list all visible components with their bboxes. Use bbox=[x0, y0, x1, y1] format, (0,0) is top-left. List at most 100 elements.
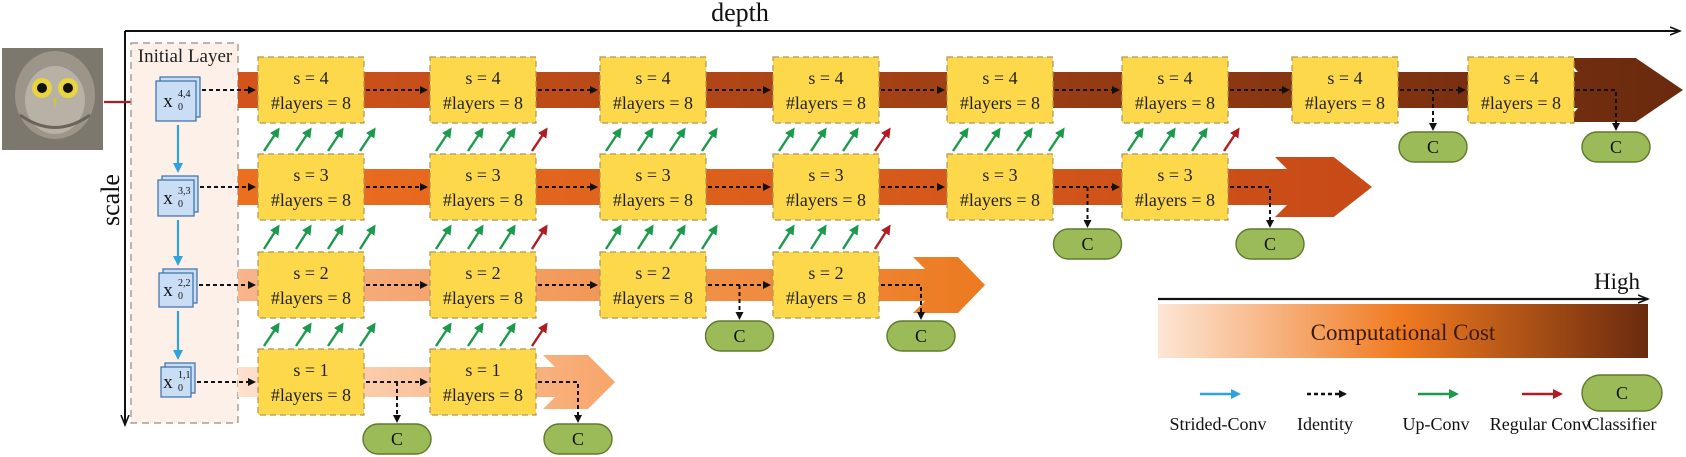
block-scale-label: s = 2 bbox=[635, 263, 670, 283]
legend-item-strided-conv: Strided-Conv bbox=[1170, 389, 1267, 434]
up-conv-arrow bbox=[605, 127, 622, 152]
up-conv-arrow bbox=[295, 322, 312, 347]
block-layers-label: #layers = 8 bbox=[960, 93, 1040, 113]
block-layers-label: #layers = 8 bbox=[271, 385, 351, 405]
classifier-end-row4: C bbox=[1581, 131, 1651, 163]
legend-item-identity: Identity bbox=[1297, 390, 1353, 434]
svg-text:C: C bbox=[1610, 137, 1622, 157]
svg-text:C: C bbox=[915, 326, 927, 346]
block-s3-col3: s = 3#layers = 8 bbox=[599, 153, 707, 221]
up-conv-arrow bbox=[1159, 127, 1176, 152]
svg-text:C: C bbox=[572, 429, 584, 449]
up-conv-arrow bbox=[499, 127, 516, 152]
block-s4-col3: s = 4#layers = 8 bbox=[599, 56, 707, 124]
classifier-s4-mid-row1: C bbox=[362, 423, 432, 455]
up-conv-arrow bbox=[1127, 127, 1144, 152]
block-scale-label: s = 4 bbox=[465, 68, 500, 88]
legend-label: Classifier bbox=[1588, 414, 1657, 434]
scale-axis-label: scale bbox=[96, 174, 125, 226]
legend-item-classifier: C Classifier bbox=[1581, 374, 1663, 434]
block-s2-col3: s = 2 #layers = 8 bbox=[599, 251, 707, 319]
block-scale-label: s = 4 bbox=[1157, 68, 1192, 88]
computational-cost-indicator: High Computational Cost bbox=[1158, 269, 1648, 358]
classifier-s4-mid-row3: C bbox=[1052, 228, 1123, 260]
block-layers-label: #layers = 8 bbox=[271, 93, 351, 113]
regular-conv-arrow bbox=[531, 322, 548, 347]
block-scale-label: s = 4 bbox=[808, 68, 843, 88]
block-layers-label: #layers = 8 bbox=[443, 385, 523, 405]
block-layers-label: #layers = 8 bbox=[613, 288, 693, 308]
regular-conv-arrow bbox=[873, 224, 891, 250]
up-conv-arrow bbox=[841, 224, 859, 250]
block-scale-label: s = 1 bbox=[465, 360, 500, 380]
cost-high-label: High bbox=[1594, 269, 1641, 294]
legend-item-up-conv: Up-Conv bbox=[1403, 389, 1470, 434]
up-conv-arrow bbox=[842, 127, 859, 152]
regular-conv-arrow bbox=[531, 127, 548, 152]
block-s4-col8: s = 4#layers = 8 bbox=[1467, 56, 1575, 124]
block-s3-col5: s = 3#layers = 8 bbox=[946, 153, 1054, 221]
legend-label: Up-Conv bbox=[1403, 414, 1470, 434]
up-conv-arrow bbox=[700, 224, 718, 250]
block-s4-col6: s = 4#layers = 8 bbox=[1121, 56, 1229, 124]
svg-text:3,3: 3,3 bbox=[178, 186, 191, 197]
block-scale-label: s = 3 bbox=[635, 165, 670, 185]
cost-label: Computational Cost bbox=[1311, 320, 1496, 345]
classifier-end-row1: C bbox=[543, 423, 613, 455]
block-scale-label: s = 4 bbox=[982, 68, 1017, 88]
up-conv-arrow bbox=[294, 224, 312, 250]
up-conv-arrow bbox=[637, 127, 654, 152]
classifiers: C C C C C C C C bbox=[362, 131, 1651, 455]
block-layers-label: #layers = 8 bbox=[786, 288, 866, 308]
legend-label: Regular Conv bbox=[1490, 414, 1591, 434]
block-scale-label: s = 4 bbox=[635, 68, 670, 88]
svg-text:x: x bbox=[163, 188, 173, 209]
up-conv-arrow bbox=[604, 224, 622, 250]
block-s4-col5: s = 4 #layers = 8 bbox=[946, 56, 1054, 124]
up-conv-arrow bbox=[326, 224, 344, 250]
svg-text:0: 0 bbox=[178, 383, 183, 394]
regular-conv-arrow bbox=[874, 127, 891, 152]
block-scale-label: s = 2 bbox=[293, 263, 328, 283]
svg-text:0: 0 bbox=[178, 102, 183, 113]
block-scale-label: s = 2 bbox=[808, 263, 843, 283]
initial-layer-title: Initial Layer bbox=[138, 46, 233, 67]
identity-arrow bbox=[1230, 186, 1274, 228]
up-conv-arrow bbox=[668, 224, 686, 250]
up-conv-arrow bbox=[263, 322, 280, 347]
block-s1-col1: s = 1 #layers = 8 bbox=[257, 348, 365, 416]
svg-text:C: C bbox=[391, 429, 403, 449]
up-conv-arrow bbox=[467, 322, 484, 347]
up-conv-arrow bbox=[498, 224, 516, 250]
up-conv-arrow bbox=[636, 224, 654, 250]
svg-text:C: C bbox=[1427, 137, 1439, 157]
block-s2-col2: s = 2#layers = 8 bbox=[429, 251, 537, 319]
classifier-s4-mid-row2: C bbox=[704, 320, 775, 352]
block-layers-label: #layers = 8 bbox=[271, 190, 351, 210]
svg-text:0: 0 bbox=[178, 199, 183, 210]
block-layers-label: #layers = 8 bbox=[1305, 93, 1385, 113]
legend-label: Strided-Conv bbox=[1170, 414, 1267, 434]
up-conv-arrow bbox=[499, 322, 516, 347]
block-s4-col7: s = 4#layers = 8 bbox=[1291, 56, 1399, 124]
block-layers-label: #layers = 8 bbox=[786, 93, 866, 113]
up-conv-arrow bbox=[263, 127, 280, 152]
classifier-s4-mid-row4: C bbox=[1398, 131, 1468, 163]
svg-text:C: C bbox=[1616, 383, 1628, 403]
up-conv-arrow bbox=[435, 127, 452, 152]
up-conv-arrow bbox=[327, 322, 344, 347]
depth-axis-label: depth bbox=[711, 0, 769, 27]
block-layers-label: #layers = 8 bbox=[960, 190, 1040, 210]
block-scale-label: s = 1 bbox=[293, 360, 328, 380]
identity-arrow bbox=[1576, 89, 1620, 131]
legend-item-regular-conv: Regular Conv bbox=[1490, 389, 1591, 434]
block-scale-label: s = 2 bbox=[465, 263, 500, 283]
svg-text:C: C bbox=[733, 326, 745, 346]
up-conv-arrow bbox=[262, 224, 280, 250]
